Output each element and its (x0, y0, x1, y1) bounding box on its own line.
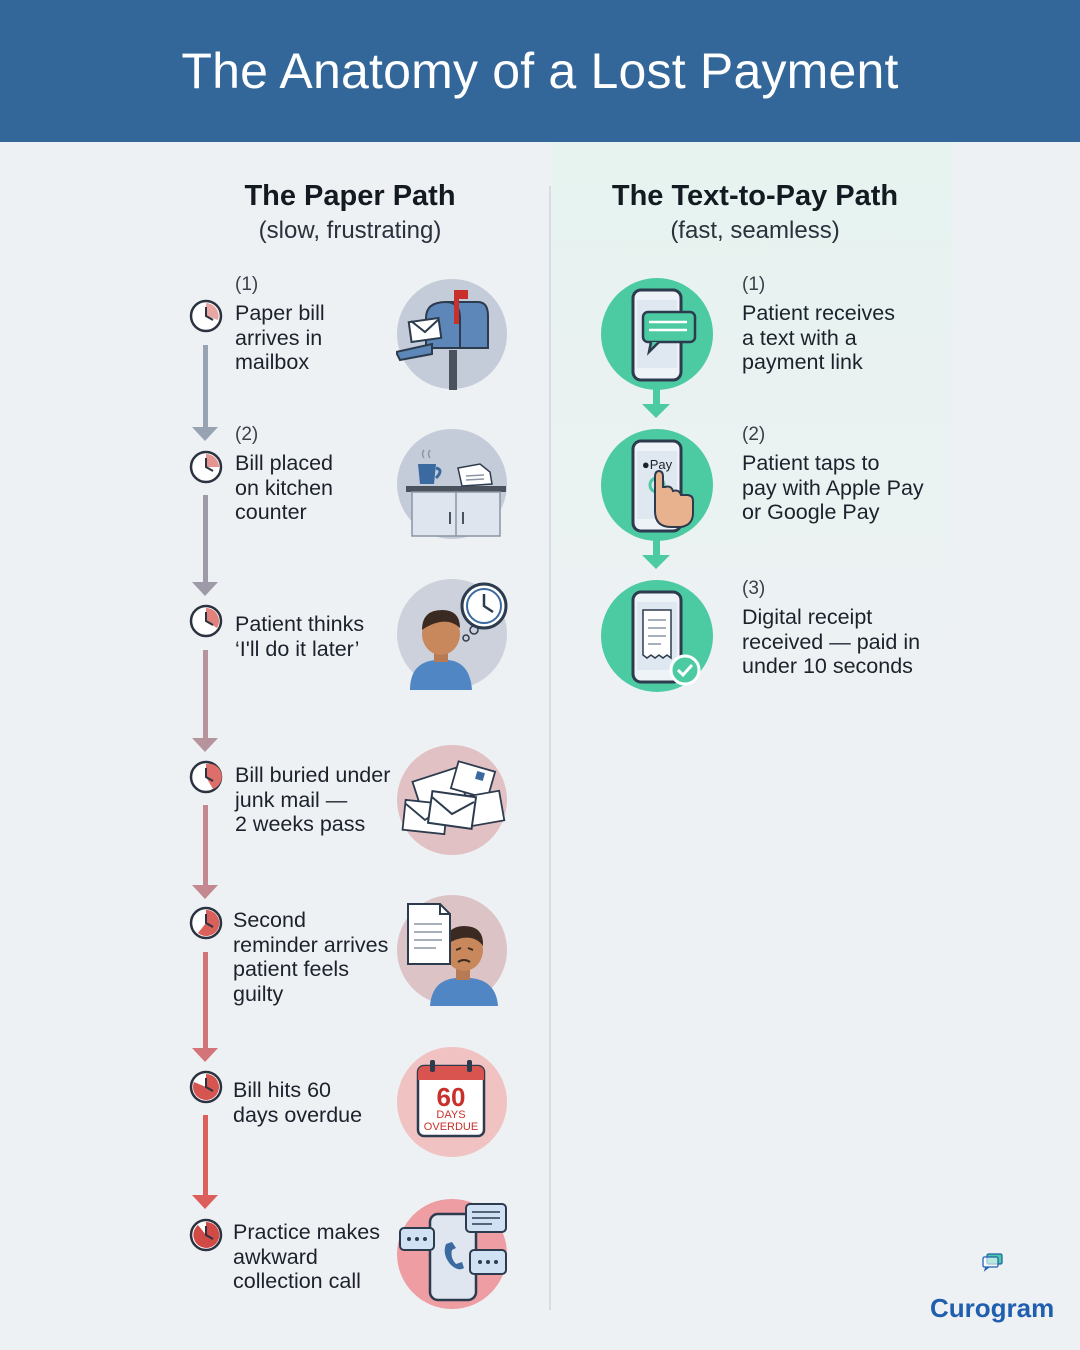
clock-icon (189, 450, 223, 484)
timeline-connector (203, 495, 208, 582)
timeline-connector (203, 345, 208, 427)
timeline-arrow (192, 885, 218, 899)
paper-path-heading: The Paper Path (slow, frustrating) (160, 180, 540, 245)
phone-receipt-icon (631, 590, 701, 686)
flow-connector (653, 539, 660, 557)
text-to-pay-subtitle: (fast, seamless) (670, 217, 840, 244)
header-banner: The Anatomy of a Lost Payment (0, 0, 1080, 142)
mailbox-icon (396, 279, 507, 390)
clock-icon (189, 906, 223, 940)
clock-icon (189, 1070, 223, 1104)
collection-call-icon (397, 1199, 507, 1309)
flow-connector (653, 388, 660, 406)
brand-name: Curogram (930, 1293, 1055, 1323)
paper-step-number: (2) (235, 424, 259, 445)
paper-step-text: Patient thinks‘I'll do it later’ (235, 612, 365, 661)
phone-text-icon (631, 288, 697, 382)
paper-step-number: (1) (235, 274, 259, 295)
pay-step-number: (2) (742, 424, 766, 445)
clock-icon (189, 299, 223, 333)
calendar-number: 60 (436, 1082, 466, 1112)
thinking-patient-icon (397, 579, 508, 690)
kitchen-counter-icon (397, 429, 507, 539)
timeline-connector (203, 805, 208, 885)
timeline-arrow (192, 427, 218, 441)
text-to-pay-heading: The Text-to-Pay Path (fast, seamless) (560, 180, 950, 245)
apple-pay-label: ●Pay (641, 457, 673, 472)
junk-mail-icon (397, 745, 507, 855)
timeline-connector (203, 952, 208, 1048)
clock-icon (189, 604, 223, 638)
pay-step-number: (1) (742, 274, 766, 295)
clock-icon (189, 760, 223, 794)
timeline-arrow (192, 1195, 218, 1209)
phone-tap-pay-icon: ●Pay (601, 429, 713, 541)
column-divider (549, 186, 551, 1310)
pay-step-number: (3) (742, 578, 766, 599)
paper-path-title: The Paper Path (244, 180, 456, 212)
clock-icon (189, 1218, 223, 1252)
flow-arrow (642, 555, 670, 569)
timeline-arrow (192, 582, 218, 596)
timeline-connector (203, 650, 208, 738)
page-title: The Anatomy of a Lost Payment (181, 43, 899, 99)
timeline-connector (203, 1115, 208, 1195)
overdue-calendar-icon: 60 DAYS OVERDUE (396, 1046, 508, 1158)
calendar-label-overdue: OVERDUE (423, 1121, 479, 1133)
text-to-pay-title: The Text-to-Pay Path (611, 180, 899, 212)
paper-path-subtitle: (slow, frustrating) (258, 217, 442, 244)
timeline-arrow (192, 738, 218, 752)
flow-arrow (642, 404, 670, 418)
curogram-logo-icon (982, 1253, 1003, 1272)
guilty-patient-icon (397, 895, 507, 1006)
calendar-label-days: DAYS (436, 1109, 466, 1121)
timeline-arrow (192, 1048, 218, 1062)
